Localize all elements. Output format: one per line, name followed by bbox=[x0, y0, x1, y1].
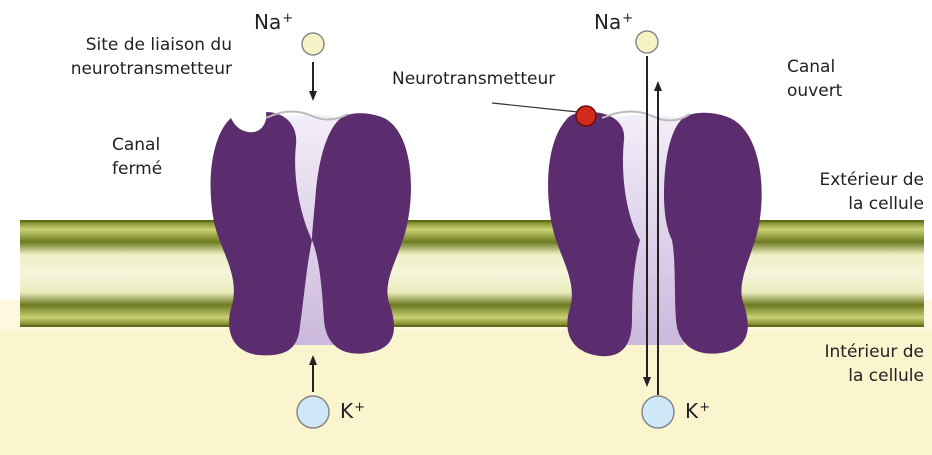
closed-channel-label: Canal fermé bbox=[112, 133, 162, 181]
closed-sodium-ion bbox=[302, 33, 324, 55]
open-channel-right-subunit bbox=[664, 113, 762, 354]
closed-sodium-symbol: Na bbox=[254, 10, 281, 34]
open-potassium-charge: + bbox=[699, 400, 710, 415]
open-channel-label-line2: ouvert bbox=[787, 79, 842, 103]
closed-potassium-label: K+ bbox=[340, 399, 365, 423]
cell-exterior-label-line1: Extérieur de bbox=[819, 168, 924, 192]
open-potassium-ion bbox=[642, 396, 674, 428]
open-potassium-symbol: K bbox=[685, 399, 698, 423]
closed-sodium-charge: + bbox=[282, 11, 293, 26]
cell-interior-label-line1: Intérieur de bbox=[824, 340, 924, 364]
neurotransmitter-molecule bbox=[576, 106, 596, 126]
open-sodium-ion bbox=[636, 31, 658, 53]
open-channel-label-line1: Canal bbox=[787, 55, 842, 79]
neurotransmitter-label: Neurotransmetteur bbox=[392, 67, 555, 91]
closed-sodium-label: Na+ bbox=[254, 10, 293, 34]
closed-channel bbox=[211, 111, 411, 355]
neurotransmitter-pointer bbox=[492, 103, 578, 112]
cell-membrane bbox=[20, 221, 924, 326]
closed-channel-label-line1: Canal bbox=[112, 133, 162, 157]
binding-site-label: Site de liaison du neurotransmetteur bbox=[71, 33, 232, 81]
cell-exterior-label-line2: la cellule bbox=[819, 192, 924, 216]
closed-potassium-ion bbox=[297, 396, 329, 428]
cell-interior-label: Intérieur de la cellule bbox=[824, 340, 924, 388]
binding-site-label-line2: neurotransmetteur bbox=[71, 57, 232, 81]
closed-channel-label-line2: fermé bbox=[112, 157, 162, 181]
open-sodium-charge: + bbox=[622, 11, 633, 26]
open-channel-label: Canal ouvert bbox=[787, 55, 842, 103]
closed-potassium-symbol: K bbox=[340, 399, 353, 423]
open-potassium-label: K+ bbox=[685, 399, 710, 423]
open-sodium-label: Na+ bbox=[594, 10, 633, 34]
cell-interior-label-line2: la cellule bbox=[824, 364, 924, 388]
open-sodium-symbol: Na bbox=[594, 10, 621, 34]
binding-site-label-line1: Site de liaison du bbox=[71, 33, 232, 57]
closed-potassium-charge: + bbox=[354, 400, 365, 415]
cell-exterior-label: Extérieur de la cellule bbox=[819, 168, 924, 216]
